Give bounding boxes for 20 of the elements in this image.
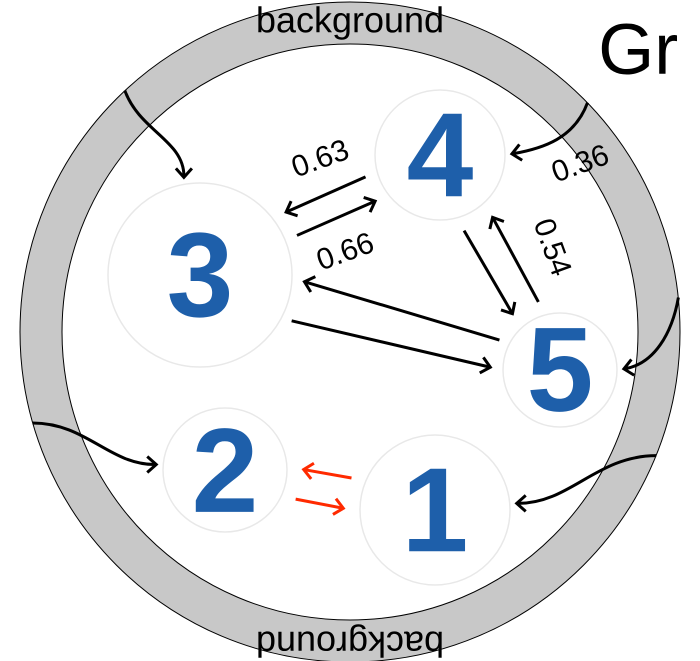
arrow xyxy=(462,230,516,316)
edge-label: 0.54 xyxy=(532,214,574,280)
edge-label: 0.63 xyxy=(288,136,352,180)
arrow xyxy=(302,275,500,342)
arrow xyxy=(296,196,378,237)
title: Gr xyxy=(602,24,678,74)
edge-label: 0.66 xyxy=(312,230,378,272)
edge-label: 0.36 xyxy=(552,145,608,181)
band-label: background xyxy=(258,6,442,40)
arrow xyxy=(510,102,589,162)
arrow xyxy=(291,319,493,374)
arrow xyxy=(514,454,656,513)
arrow xyxy=(488,215,540,303)
arrow xyxy=(622,297,680,376)
band-label: background xyxy=(258,624,442,658)
arrow xyxy=(295,498,346,516)
arrow xyxy=(123,90,194,180)
arrow xyxy=(284,176,366,218)
arrow xyxy=(32,422,158,474)
arrow xyxy=(301,462,352,480)
